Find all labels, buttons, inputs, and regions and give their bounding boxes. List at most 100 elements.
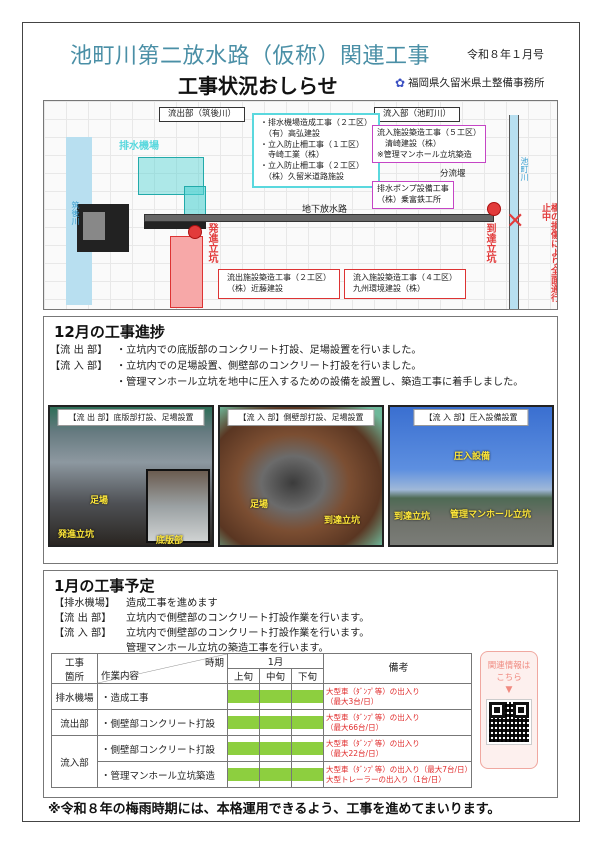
header-place-line: 箇所 — [64, 671, 84, 683]
contract-line: ※管理マンホール立坑築造 — [377, 149, 472, 159]
schedule-bar — [292, 742, 323, 755]
bar-mid — [259, 683, 292, 710]
photo-press-equipment: 【流 入 部】圧入設備設置 圧入設備 到達立坑 管理マンホール立坑 — [388, 405, 554, 547]
progress-lines: 【流 出 部】 ・立坑内での底版部のコンクリート打設、足場設置を行いました。 【… — [50, 343, 557, 391]
note-line: 大型車（ﾀﾞﾝﾌﾟ等）の出入り（最大7台/日） — [326, 764, 473, 774]
section-title: 12月の工事進捗 — [54, 323, 165, 341]
contract-line: ・立入防止柵工事（２工区） — [260, 161, 364, 171]
arrow-down-icon: ▼ — [505, 685, 513, 695]
qr-label: 関連情報は — [487, 661, 531, 671]
row-place: 排水機場 — [51, 683, 98, 710]
schedule-bar — [260, 768, 291, 781]
section-title: 1月の工事予定 — [54, 577, 155, 595]
note-line: （最大22台/日） — [326, 748, 384, 758]
issue-date: 令和８年１月号 — [467, 48, 544, 61]
ikemachi-river-label: 池町川 — [520, 157, 529, 181]
row-work: ・管理マンホール立坑築造 — [97, 761, 228, 788]
progress-line: 【流 入 部】 ・立坑内での足場設置、側壁部のコンクリート打設を行いました。 — [50, 359, 557, 375]
tunnel-label: 地下放水路 — [302, 205, 348, 215]
line-tag: 【排水機場】 — [54, 598, 116, 609]
contract-line: 流入施設築造工事（４工区） — [353, 273, 457, 282]
schedule-bar — [292, 690, 323, 703]
diversion-weir-label: 分流堰 — [440, 169, 466, 179]
end-shaft-marker — [487, 202, 501, 216]
line-text: 造成工事を進めます — [126, 598, 218, 609]
line-tag — [50, 375, 116, 391]
schedule-bar — [292, 716, 323, 729]
bar-early — [227, 735, 260, 762]
header-late: 下旬 — [291, 668, 324, 684]
note-line: 大型車（ﾀﾞﾝﾌﾟ等）の出入り — [326, 712, 420, 722]
line-text: ・管理マンホール立坑を地中に圧入するための設備を設置し、築造工事に着手しました。 — [116, 377, 524, 388]
line-text: ・立坑内での足場設置、側壁部のコンクリート打設を行いました。 — [116, 361, 422, 372]
inflow-5-contract-box: 流入施設築造工事（５工区） 清崎建設（株） ※管理マンホール立坑築造 — [372, 125, 486, 164]
bar-late — [291, 735, 324, 762]
bar-late — [291, 709, 324, 736]
flower-icon: ✿ — [395, 75, 406, 90]
bridge-closure-note: 橋の損傷により全面通行止中 — [540, 203, 558, 302]
outflow-structure-inner — [83, 212, 105, 240]
progress-line: ・管理マンホール立坑を地中に圧入するための設備を設置し、築造工事に着手しました。 — [50, 375, 557, 391]
note-line: （最大66台/日） — [326, 722, 384, 732]
bar-mid — [259, 761, 292, 788]
line-tag: 【流 入 部】 — [50, 361, 108, 372]
inflow-4-contract-box: 流入施設築造工事（４工区） 九州環境建設（株） — [344, 269, 466, 299]
row-note: 大型車（ﾀﾞﾝﾌﾟ等）の出入り（最大3台/日） — [323, 683, 472, 710]
photo-label: 足場 — [90, 496, 109, 506]
note-line: （最大3台/日） — [326, 696, 379, 706]
schedule-line: 【流 出 部】 立坑内で側壁部のコンクリート打設作業を行います。 — [54, 611, 557, 626]
schedule-bar — [260, 690, 291, 703]
schedule-bar — [228, 690, 259, 703]
row-note: 大型車（ﾀﾞﾝﾌﾟ等）の出入り（最大22台/日） — [323, 735, 472, 762]
qr-code-icon[interactable] — [486, 699, 532, 745]
chikugo-river-label: 筑後川 — [71, 201, 80, 225]
line-tag: 【流 出 部】 — [54, 613, 112, 624]
row-place: 流出部 — [51, 709, 98, 736]
row-work: ・側壁部コンクリート打設 — [97, 709, 228, 736]
contract-line: ・排水機場造成工事（２工区） — [260, 118, 372, 127]
line-text: 管理マンホール立坑の築造工事を行います。 — [126, 643, 329, 654]
header-place: 工事 箇所 — [51, 653, 98, 684]
row-note: 大型車（ﾀﾞﾝﾌﾟ等）の出入り（最大7台/日）大型トレーラーの出入り（1台/日） — [323, 761, 473, 788]
progress-line: 【流 出 部】 ・立坑内での底版部のコンクリート打設、足場設置を行いました。 — [50, 343, 557, 359]
bar-mid — [259, 709, 292, 736]
line-text: 立坑内で側壁部のコンクリート打設作業を行います。 — [126, 613, 370, 624]
footer-note: ※令和８年の梅雨時期には、本格運用できるよう、工事を進めてまいります。 — [48, 802, 501, 817]
contract-line: 九州環境建設（株） — [353, 283, 425, 293]
photo-inset — [146, 469, 210, 543]
contract-line: 流入施設築造工事（５工区） — [377, 128, 481, 137]
header-month: 1月 — [227, 653, 324, 669]
photo-label: 到達立坑 — [394, 512, 431, 522]
photo-label: 管理マンホール立坑 — [450, 510, 532, 520]
schedule-bar — [260, 716, 291, 729]
related-info-qr[interactable]: 関連情報は こちら ▼ — [480, 651, 538, 769]
contract-line: 寺崎工業（株） — [260, 150, 324, 160]
bar-mid — [259, 735, 292, 762]
outflow-label-box: 流出部（筑後川） — [159, 107, 246, 123]
table-row: 流出部 ・側壁部コンクリート打設 大型車（ﾀﾞﾝﾌﾟ等）の出入り（最大66台/日… — [51, 709, 472, 736]
site-map: ✕ 排水機場 地下放水路 分流堰 筑後川 池町川 発進立坑 到達立坑 橋の損傷に… — [43, 100, 558, 310]
page-subtitle: 工事状況おしらせ — [178, 74, 338, 98]
header-period: 時期 — [204, 658, 224, 669]
photo-label: 到達立坑 — [324, 516, 361, 526]
table-header-row: 工事 箇所 時期 作業内容 1月 備考 — [51, 653, 472, 684]
note-line: 大型車（ﾀﾞﾝﾌﾟ等）の出入り — [326, 686, 420, 696]
outflow-2-contract-box: 流出施設築造工事（２工区） （株）近藤建設 — [218, 269, 340, 299]
line-text: ・立坑内での底版部のコンクリート打設、足場設置を行いました。 — [116, 345, 422, 356]
office-label: 福岡県久留米県土整備事務所 — [408, 77, 545, 89]
line-tag: 【流 出 部】 — [50, 345, 108, 356]
pump-station-area — [138, 157, 204, 195]
schedule-bar — [292, 768, 323, 781]
contract-line: 流出施設築造工事（２工区） — [227, 273, 331, 282]
photo-label: 底版部 — [156, 536, 184, 546]
row-work: ・側壁部コンクリート打設 — [97, 735, 228, 762]
line-text: 立坑内で側壁部のコンクリート打設作業を行います。 — [126, 628, 370, 639]
road-closed-icon: ✕ — [506, 209, 525, 234]
photo-inflow-shaft: 【流 入 部】側壁部打設、足場設置 足場 到達立坑 — [218, 405, 384, 547]
schedule-lines: 【排水機場】 造成工事を進めます 【流 出 部】 立坑内で側壁部のコンクリート打… — [54, 596, 557, 656]
contract-line: （株）乗富鉄工所 — [377, 194, 441, 204]
table-row: 排水機場 ・造成工事 大型車（ﾀﾞﾝﾌﾟ等）の出入り（最大3台/日） — [51, 683, 472, 710]
ikemachi-river — [509, 115, 519, 309]
contract-line: （株）久留米道路施設 — [260, 171, 344, 181]
schedule-table: 工事 箇所 時期 作業内容 1月 備考 上旬 中旬 下旬 排水機場 ・造成工事 … — [51, 653, 472, 788]
